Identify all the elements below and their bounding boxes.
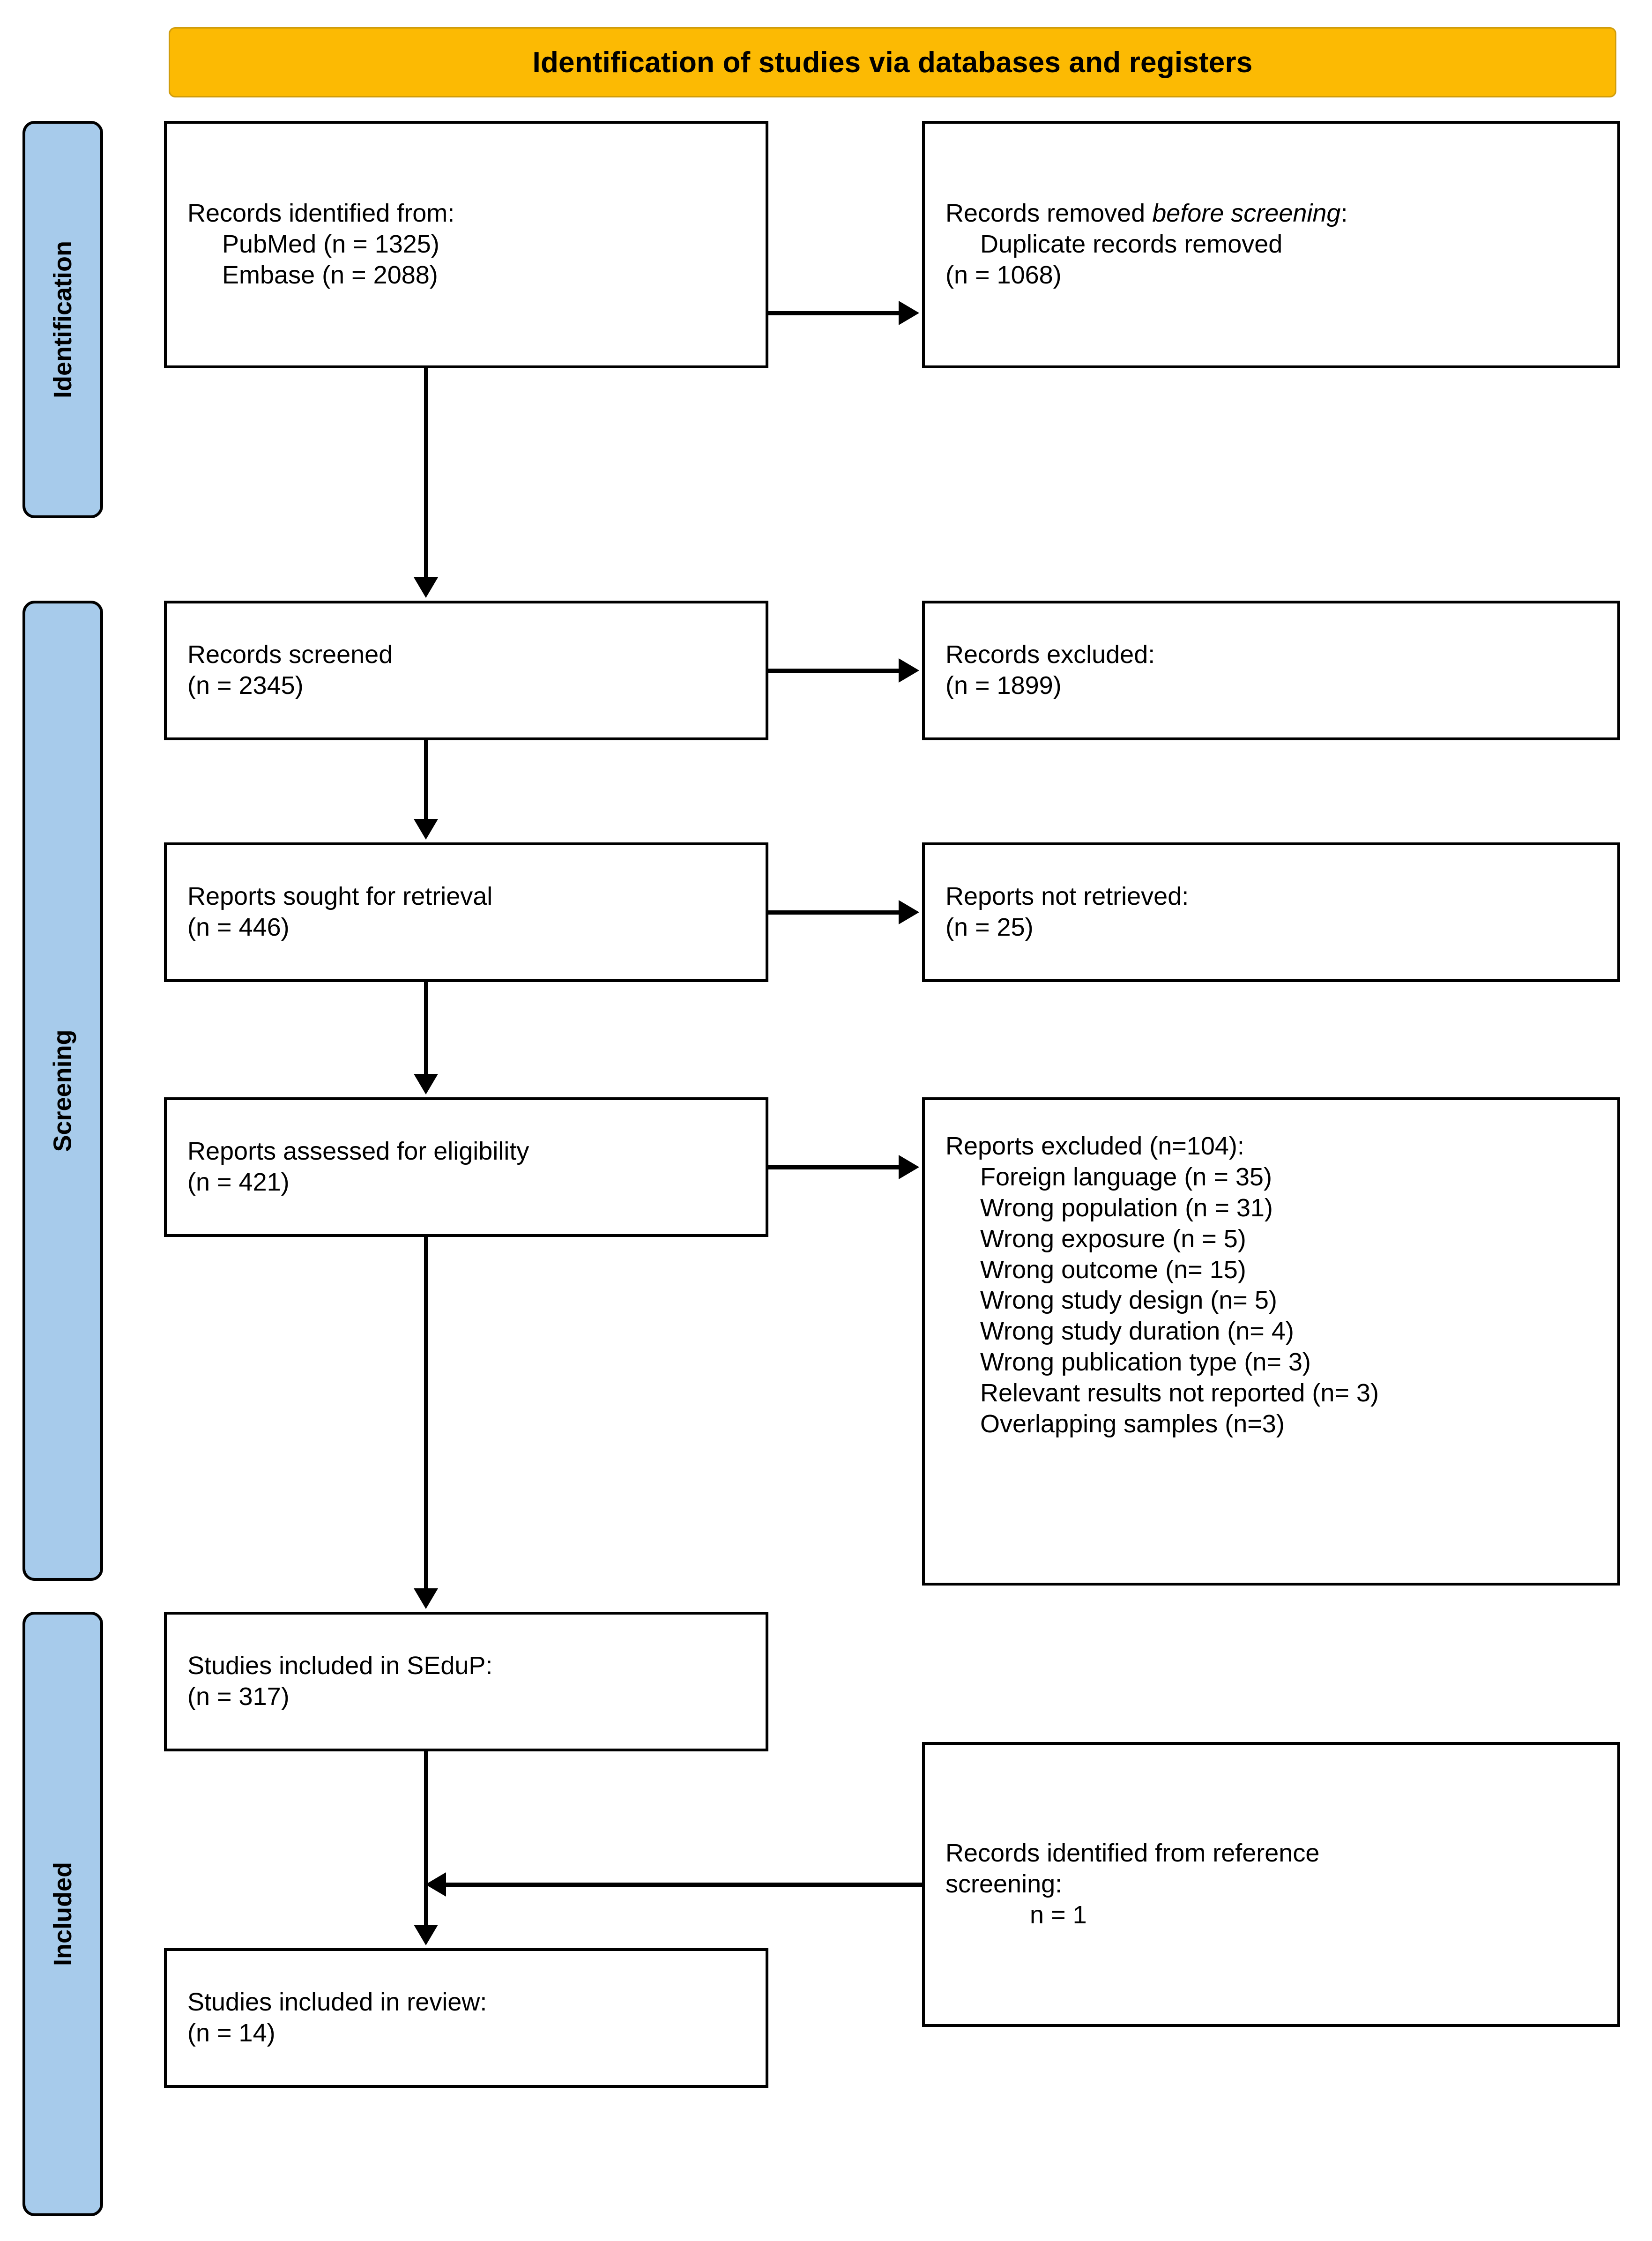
reference-screening-title-line2: screening: xyxy=(945,1870,1063,1899)
box-records-screened: Records screened (n = 2345) xyxy=(164,601,768,740)
records-screened-count: (n = 2345) xyxy=(187,671,304,700)
arrow-sought-to-not-retrieved xyxy=(768,910,900,915)
box-records-identified: Records identified from: PubMed (n = 132… xyxy=(164,121,768,368)
arrow-screened-to-sought xyxy=(424,740,428,820)
box-reports-not-retrieved: Reports not retrieved: (n = 25) xyxy=(922,842,1620,982)
records-excluded-count: (n = 1899) xyxy=(945,671,1062,700)
reports-not-retrieved-title: Reports not retrieved: xyxy=(945,882,1189,911)
arrow-head-sought-to-not-retrieved xyxy=(899,900,919,924)
studies-seedup-count: (n = 317) xyxy=(187,1683,290,1711)
records-identified-title: Records identified from: xyxy=(187,199,455,228)
reports-assessed-title: Reports assessed for eligibility xyxy=(187,1137,529,1166)
records-identified-pubmed: PubMed (n = 1325) xyxy=(222,230,439,259)
arrow-head-assessed-to-seedup xyxy=(414,1588,438,1609)
stage-label-screening: Screening xyxy=(22,601,103,1581)
stage-label-screening-text: Screening xyxy=(49,1029,77,1152)
arrow-head-identified-to-screened xyxy=(414,577,438,598)
box-reference-screening: Records identified from reference screen… xyxy=(922,1742,1620,2027)
stage-label-included: Included xyxy=(22,1612,103,2216)
arrow-head-screened-to-excluded xyxy=(899,658,919,683)
records-removed-title-c: : xyxy=(1340,199,1348,228)
records-screened-title: Records screened xyxy=(187,640,393,669)
reference-screening-count: n = 1 xyxy=(1030,1900,1087,1929)
box-studies-included-seedup: Studies included in SEduP: (n = 317) xyxy=(164,1612,768,1751)
arrow-seedup-to-review xyxy=(424,1751,428,1926)
arrow-sought-to-assessed xyxy=(424,982,428,1075)
reports-excluded-reason: Wrong outcome (n= 15) xyxy=(980,1255,1246,1284)
stage-label-identification-text: Identification xyxy=(49,241,77,398)
reports-sought-count: (n = 446) xyxy=(187,913,290,941)
arrow-head-reference-screening-to-flow xyxy=(425,1872,446,1897)
stage-label-identification: Identification xyxy=(22,121,103,518)
arrow-head-assessed-to-reports-excluded xyxy=(899,1155,919,1179)
records-removed-title: Records removed before screening: xyxy=(945,198,1597,229)
reference-screening-title-line1: Records identified from reference xyxy=(945,1839,1320,1868)
records-excluded-title: Records excluded: xyxy=(945,640,1155,669)
reports-excluded-title: Reports excluded (n=104): xyxy=(945,1132,1244,1160)
records-identified-embase: Embase (n = 2088) xyxy=(222,261,438,289)
records-removed-count: (n = 1068) xyxy=(945,261,1062,289)
arrow-reference-screening-to-flow xyxy=(446,1883,922,1887)
box-records-excluded: Records excluded: (n = 1899) xyxy=(922,601,1620,740)
arrow-head-sought-to-assessed xyxy=(414,1074,438,1094)
records-removed-title-a: Records removed xyxy=(945,199,1153,228)
studies-seedup-title: Studies included in SEduP: xyxy=(187,1652,493,1680)
arrow-assessed-to-reports-excluded xyxy=(768,1165,900,1169)
records-removed-title-emphasis: before screening xyxy=(1152,199,1341,228)
box-reports-excluded: Reports excluded (n=104): Foreign langua… xyxy=(922,1097,1620,1586)
arrow-head-screened-to-sought xyxy=(414,819,438,840)
reports-excluded-reason: Overlapping samples (n=3) xyxy=(980,1409,1285,1438)
reports-not-retrieved-count: (n = 25) xyxy=(945,913,1034,941)
reports-excluded-reason: Wrong publication type (n= 3) xyxy=(980,1348,1311,1377)
diagram-banner-title: Identification of studies via databases … xyxy=(169,27,1616,97)
box-reports-assessed: Reports assessed for eligibility (n = 42… xyxy=(164,1097,768,1237)
box-records-removed: Records removed before screening: Duplic… xyxy=(922,121,1620,368)
studies-review-title: Studies included in review: xyxy=(187,1988,487,2017)
reports-excluded-reason: Wrong population (n = 31) xyxy=(980,1193,1273,1222)
reports-assessed-count: (n = 421) xyxy=(187,1168,290,1196)
arrow-identified-to-screened xyxy=(424,368,428,578)
reports-excluded-reason: Relevant results not reported (n= 3) xyxy=(980,1379,1379,1407)
arrow-assessed-to-seedup xyxy=(424,1237,428,1589)
reports-excluded-reason: Wrong study design (n= 5) xyxy=(980,1286,1277,1315)
box-reports-sought: Reports sought for retrieval (n = 446) xyxy=(164,842,768,982)
arrow-identified-to-removed xyxy=(768,311,900,315)
arrow-screened-to-excluded xyxy=(768,669,900,673)
arrow-head-seedup-to-review xyxy=(414,1925,438,1945)
reports-excluded-reason: Foreign language (n = 35) xyxy=(980,1162,1272,1191)
reports-excluded-reason: Wrong exposure (n = 5) xyxy=(980,1224,1246,1253)
box-studies-included-review: Studies included in review: (n = 14) xyxy=(164,1948,768,2088)
arrow-head-identified-to-removed xyxy=(899,301,919,325)
stage-label-included-text: Included xyxy=(49,1861,77,1966)
reports-excluded-reason: Wrong study duration (n= 4) xyxy=(980,1317,1294,1346)
reports-sought-title: Reports sought for retrieval xyxy=(187,882,493,911)
records-removed-duplicates: Duplicate records removed xyxy=(980,230,1283,259)
studies-review-count: (n = 14) xyxy=(187,2019,275,2047)
